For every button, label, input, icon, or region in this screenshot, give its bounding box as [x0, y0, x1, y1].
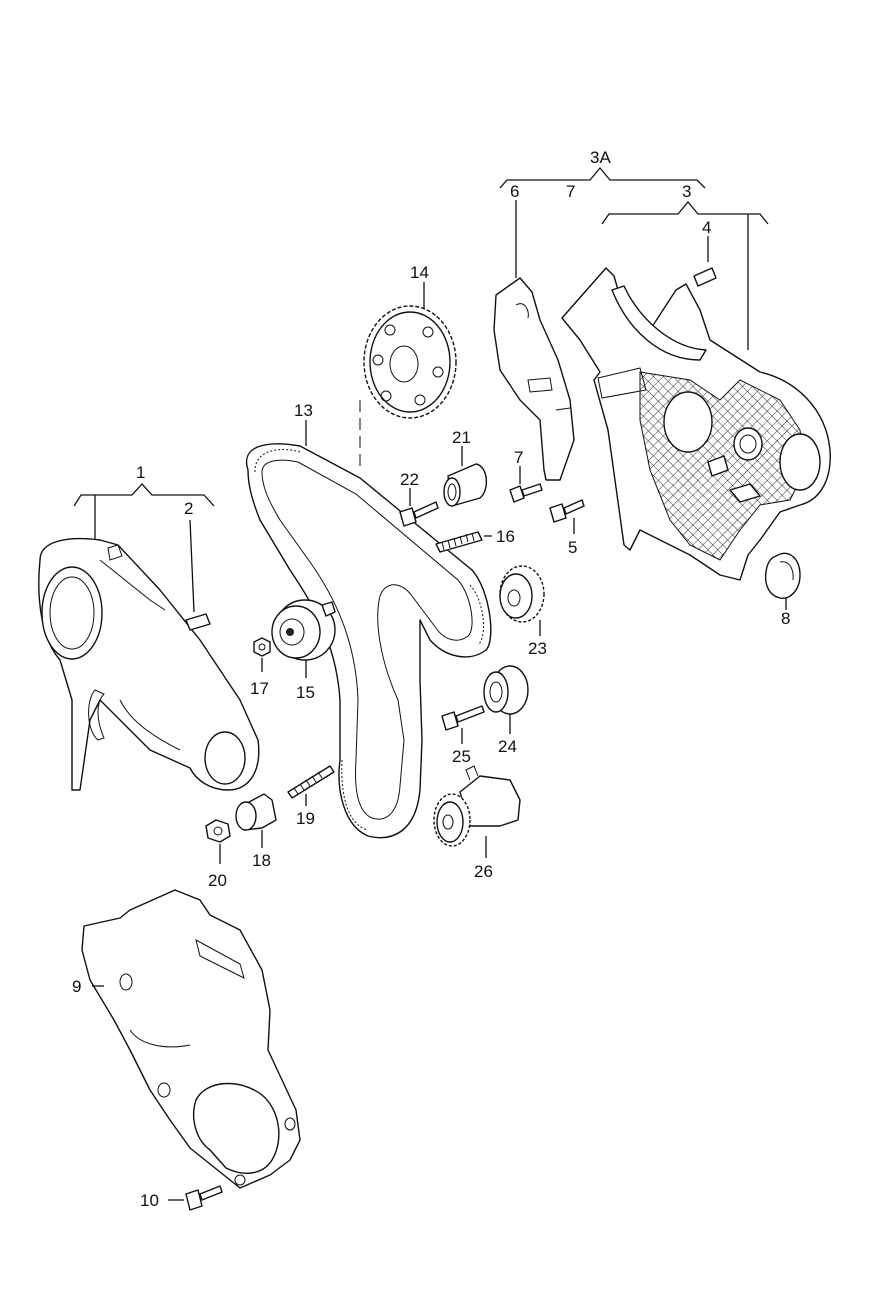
bracket-3	[601, 200, 769, 350]
callout-9: 9	[72, 977, 81, 996]
part-3-rear-timing-cover	[561, 267, 831, 581]
callout-4: 4	[702, 218, 711, 237]
part-4-clip	[693, 236, 717, 287]
part-9-lower-timing-cover	[81, 889, 301, 1189]
part-18-sleeve	[235, 793, 277, 848]
part-7-bolt	[509, 466, 543, 503]
callout-23: 23	[528, 639, 547, 658]
callout-20: 20	[208, 871, 227, 890]
callout-5: 5	[568, 538, 577, 557]
callout-2: 2	[184, 499, 193, 518]
callout-18: 18	[252, 851, 271, 870]
part-19-stud	[287, 765, 335, 806]
callout-21: 21	[452, 428, 471, 447]
callout-17: 17	[250, 679, 269, 698]
part-8-grommet	[764, 552, 801, 610]
callout-1: 1	[136, 463, 145, 482]
part-22-bolt	[399, 488, 439, 527]
part-26-water-pump	[433, 765, 521, 858]
part-23-crank-sprocket	[499, 565, 545, 636]
callout-3a: 3A	[590, 148, 611, 167]
callout-10: 10	[140, 1191, 159, 1210]
part-25-bolt	[441, 705, 485, 744]
part-14-camshaft-sprocket	[359, 282, 457, 470]
part-5-bolt	[549, 499, 585, 534]
callout-15: 15	[296, 683, 315, 702]
part-6-inner-cover	[493, 200, 575, 481]
bracket-1	[73, 483, 215, 540]
part-21-sleeve	[443, 446, 487, 507]
part-13-timing-belt	[245, 420, 492, 839]
part-2-clip	[185, 519, 211, 631]
part-17-nut	[253, 637, 271, 672]
part-16-stud	[435, 531, 492, 553]
part-24-idler-pulley	[483, 665, 529, 734]
callout-22: 22	[400, 470, 419, 489]
callout-26: 26	[474, 862, 493, 881]
part-20-nut	[205, 819, 231, 864]
callout-6: 6	[510, 182, 519, 201]
bracket-3a	[499, 166, 706, 189]
callout-24: 24	[498, 737, 517, 756]
callout-7: 7	[514, 448, 523, 467]
callout-16: 16	[496, 527, 515, 546]
callout-3: 3	[682, 182, 691, 201]
part-1-upper-timing-cover	[38, 537, 260, 791]
callout-19: 19	[296, 809, 315, 828]
callout-13: 13	[294, 401, 313, 420]
callout-25: 25	[452, 747, 471, 766]
callout-14: 14	[410, 263, 429, 282]
part-15-tensioner-pulley	[271, 599, 336, 678]
callout-8: 8	[781, 609, 790, 628]
callout-7-top: 7	[566, 182, 575, 201]
part-10-bolt	[168, 1185, 223, 1211]
